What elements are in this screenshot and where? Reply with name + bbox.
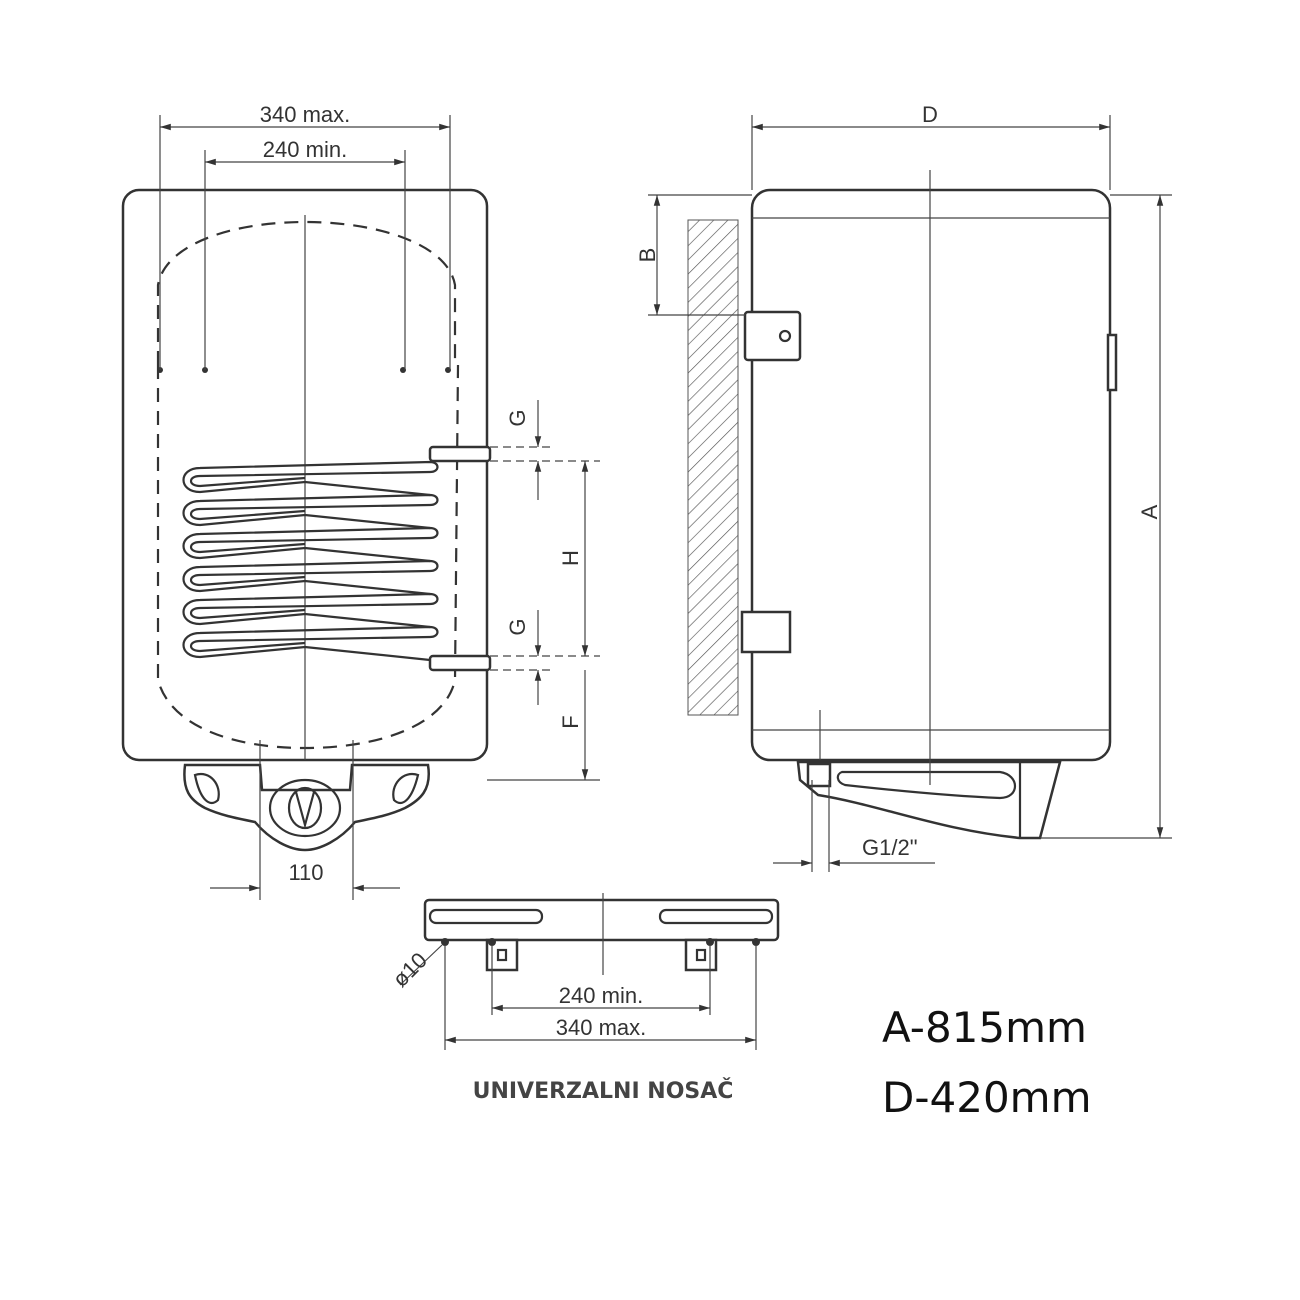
bracket-dim-max: 340 max. bbox=[556, 1015, 647, 1040]
front-bottom-mount bbox=[183, 763, 431, 852]
coil-loop bbox=[182, 493, 439, 530]
coil-loop bbox=[182, 625, 439, 662]
coil-inlet-pipe bbox=[428, 445, 492, 463]
side-body bbox=[750, 188, 1112, 762]
dim-f: F bbox=[558, 715, 583, 728]
spec-a: A-815mm bbox=[882, 1003, 1087, 1052]
dim-h: H bbox=[558, 550, 583, 566]
dim-g-bottom: G bbox=[505, 618, 530, 635]
front-view: 340 max. 240 min. G H G F 110 bbox=[121, 102, 600, 900]
wall-hatch bbox=[687, 219, 739, 716]
coil-outlet-pipe bbox=[428, 654, 492, 672]
wall-bracket bbox=[743, 310, 802, 362]
heat-exchanger-coil bbox=[182, 460, 439, 662]
bracket-plate bbox=[423, 898, 780, 942]
dim-bottom-110: 110 bbox=[288, 860, 323, 885]
dim-top-max: 340 max. bbox=[260, 102, 351, 127]
coil-loop bbox=[182, 526, 439, 563]
side-block bbox=[740, 610, 792, 654]
front-knob bbox=[268, 778, 342, 838]
bracket-title: UNIVERZALNI NOSAČ bbox=[473, 1078, 734, 1104]
coil-loop bbox=[182, 592, 439, 629]
coil-loop bbox=[182, 460, 439, 497]
dim-top-min: 240 min. bbox=[263, 137, 347, 162]
coil-loop bbox=[182, 559, 439, 596]
dim-d: D bbox=[922, 102, 938, 127]
side-view: D B A G1/2" bbox=[635, 102, 1172, 872]
dim-outlet: G1/2" bbox=[862, 835, 918, 860]
dim-a: A bbox=[1137, 504, 1162, 519]
dim-b: B bbox=[635, 248, 660, 263]
dim-g-top: G bbox=[505, 409, 530, 426]
spec-d: D-420mm bbox=[882, 1073, 1092, 1122]
hole-diameter: ø10 bbox=[387, 947, 431, 991]
universal-bracket-view: ø10 240 min. 340 max. UNIVERZALNI NOSAČ bbox=[387, 893, 780, 1104]
bracket-dim-min: 240 min. bbox=[559, 983, 643, 1008]
